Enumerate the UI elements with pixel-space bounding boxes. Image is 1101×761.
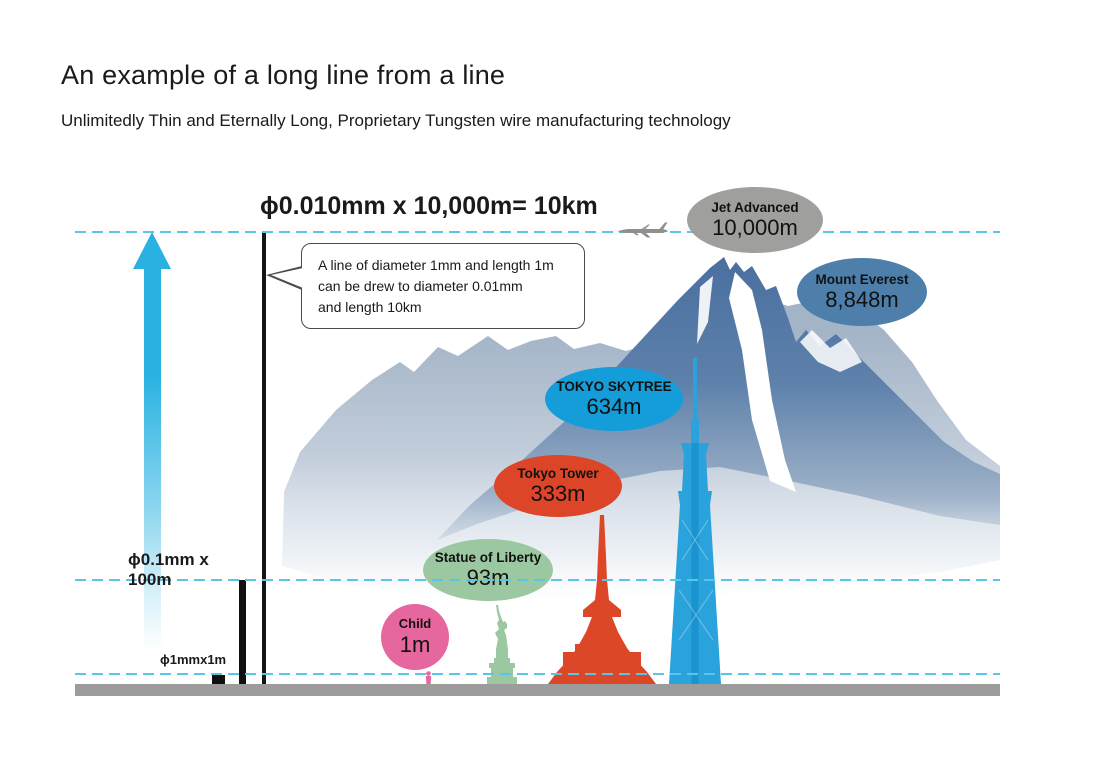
marker-statue-of-liberty: Statue of Liberty 93m [423,539,553,601]
callout-line: and length 10km [318,299,422,315]
marker-child: Child 1m [381,604,449,670]
marker-tokyo-tower: Tokyo Tower 333m [494,455,622,517]
marker-value: 1m [399,631,431,657]
marker-mount-everest: Mount Everest 8,848m [797,258,927,326]
marker-value: 8,848m [825,287,899,313]
page-title: An example of a long line from a line [61,60,506,90]
marker-value: 333m [530,481,586,507]
marker-jet-advanced: Jet Advanced 10,000m [687,187,823,253]
marker-label: Mount Everest [815,271,909,287]
tokyo-tower-silhouette [548,515,656,684]
snow-patch-left [697,276,713,344]
dashed-line-100m [75,579,1000,581]
label-100m: ϕ0.1mm x 100m [128,550,209,589]
up-arrow-shaft [144,267,161,651]
marker-label: Tokyo Tower [517,465,599,481]
wire-10km-line [262,231,266,684]
marker-label: Statue of Liberty [434,549,542,565]
marker-value: 634m [586,394,642,420]
callout-line: can be drew to diameter 0.01mm [318,278,523,294]
marker-label: Child [398,615,432,631]
marker-tokyo-skytree: TOKYO SKYTREE 634m [545,367,683,431]
formula-heading: ϕ0.010mm x 10,000m= 10km [260,192,598,220]
airplane-icon [617,220,669,242]
callout-tail-fill [271,268,303,288]
wire-100m-bar [239,580,246,684]
callout-line: A line of diameter 1mm and length 1m [318,257,554,273]
wire-1m-square [212,675,225,684]
label-1m: ϕ1mmx1m [160,652,227,667]
ground-bar [75,684,1000,696]
snow-patch-right [800,330,862,372]
callout-bubble: A line of diameter 1mm and length 1m can… [266,243,585,329]
page-subtitle: Unlimitedly Thin and Eternally Long, Pro… [61,111,731,130]
dashed-line-10000m [75,231,1000,233]
marker-label: TOKYO SKYTREE [556,378,672,394]
marker-label: Jet Advanced [711,199,799,215]
tokyo-skytree-silhouette [669,358,721,684]
marker-value: 93m [466,565,510,591]
snow-valley [729,272,796,492]
dashed-line-1m [75,673,1000,675]
statue-of-liberty-silhouette [487,605,517,684]
marker-value: 10,000m [712,215,798,241]
